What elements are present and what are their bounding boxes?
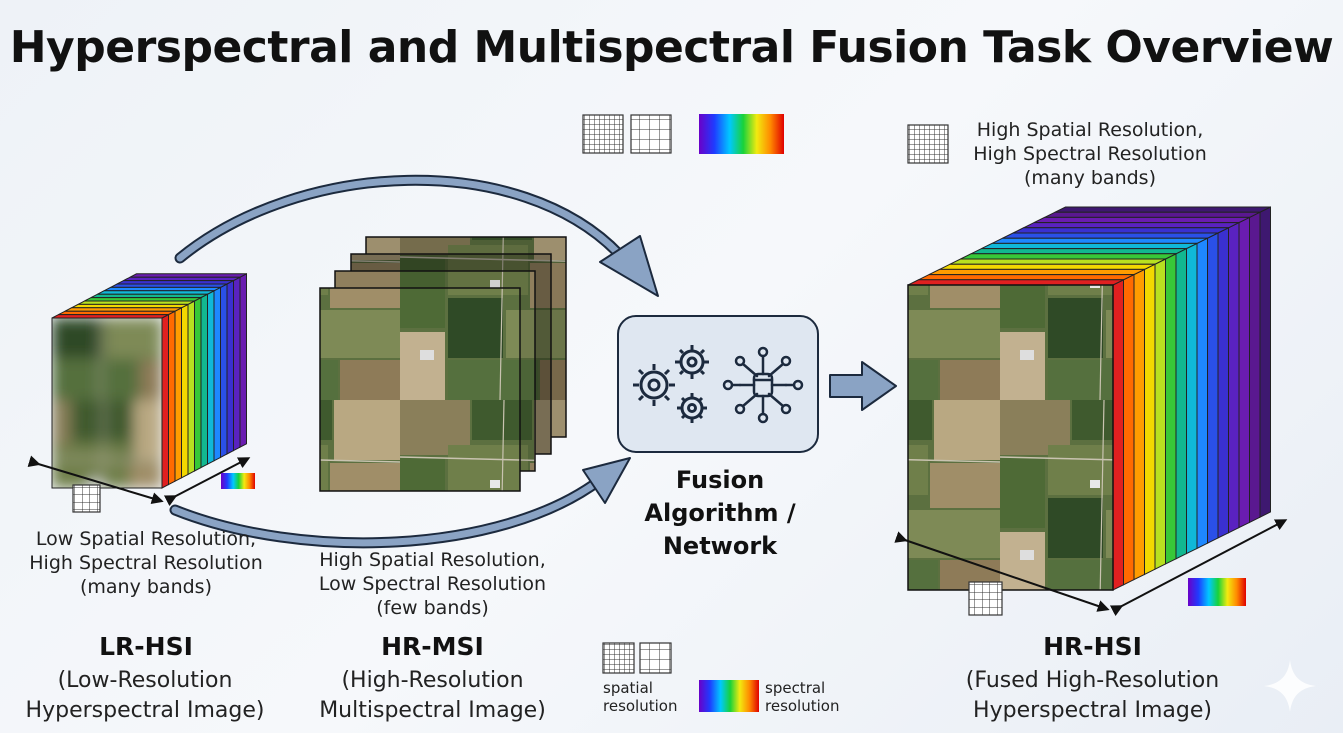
hr-hsi-fine-grid-icon — [907, 124, 949, 164]
spectral-band-top — [1044, 211, 1261, 218]
spectral-band-top — [110, 283, 228, 288]
spectral-band-top — [960, 253, 1177, 260]
spectral-band-top — [981, 242, 1198, 250]
hr-msi-description: High Spatial Resolution,Low Spectral Res… — [318, 549, 547, 619]
spectral-band-side — [1112, 278, 1124, 591]
hr-hsi-spectrum-icon — [1188, 578, 1246, 606]
spectral-band-side — [161, 313, 169, 489]
spectral-band-side — [213, 286, 221, 462]
legend-spectrum-icon — [699, 680, 759, 712]
spectral-band-top — [1054, 206, 1271, 213]
spectral-band-side — [187, 300, 195, 476]
lr-hsi-spectral-bands — [51, 272, 247, 489]
spectral-band-top — [103, 286, 221, 292]
spectral-band-side — [1165, 252, 1177, 565]
spectral-band-side — [168, 310, 176, 486]
spectral-band-top — [1023, 222, 1240, 229]
hr-hsi-description: High Spatial Resolution,High Spectral Re… — [973, 119, 1207, 189]
spectral-band-top — [949, 258, 1166, 265]
lr-hsi-spectrum-icon — [221, 473, 255, 489]
hr-msi-stack — [319, 236, 567, 492]
hr-hsi-front-face — [907, 284, 1114, 591]
fusion-box — [617, 315, 819, 453]
spectral-band-side — [1123, 273, 1135, 586]
hr-msi-band-1 — [319, 287, 521, 492]
spectral-band-side — [174, 306, 182, 483]
spectral-band-top — [939, 263, 1156, 270]
spectral-band-side — [1186, 242, 1198, 555]
spectral-band-side — [1154, 258, 1166, 571]
fusion-to-hr-hsi-arrow — [829, 361, 897, 411]
spectral-band-top — [129, 273, 247, 278]
hr-hsi-cube — [894, 124, 1288, 617]
spectral-band-top — [1033, 216, 1250, 224]
spectral-band-top — [1002, 232, 1219, 239]
sparkle-icon — [1264, 660, 1316, 712]
lr-hsi-cube — [27, 272, 255, 513]
page-title: Hyperspectral and Multispectral Fusion T… — [9, 22, 1334, 73]
hr-hsi-depth-arrow — [1109, 519, 1288, 617]
spectral-band-side — [1196, 237, 1208, 550]
spectral-band-side — [207, 289, 215, 466]
lr-hsi-description: Low Spatial Resolution,High Spectral Res… — [29, 528, 263, 598]
spectral-band-side — [1175, 247, 1187, 560]
spectral-band-side — [194, 296, 202, 472]
hr-hsi-spatial-grid-icon — [968, 581, 1003, 616]
spectral-band-side — [1144, 263, 1156, 576]
spectral-band-side — [239, 272, 247, 449]
spectral-band-side — [226, 279, 234, 455]
spectral-band-top — [116, 280, 234, 285]
spectral-band-top — [77, 300, 195, 305]
spectral-band-top — [64, 307, 182, 312]
spectral-band-top — [970, 248, 1187, 255]
spectral-band-top — [928, 268, 1145, 276]
spectral-band-side — [1228, 221, 1240, 534]
hr-msi-to-fusion-arrow — [169, 457, 631, 549]
spectral-band-side — [1259, 206, 1271, 519]
spectral-band-top — [90, 293, 208, 299]
legend-coarse-grid-icon — [639, 642, 672, 674]
spectral-band-side — [1217, 226, 1229, 539]
spectral-band-top — [97, 290, 215, 295]
spectrum-bar-icon — [699, 114, 784, 154]
spectral-band-top — [991, 237, 1208, 244]
hr-msi-name: HR-MSI — [381, 632, 484, 661]
spectral-band-top — [1012, 227, 1229, 234]
gears-icon — [633, 345, 709, 423]
spectral-band-side — [1133, 268, 1145, 581]
spectral-band-side — [181, 303, 189, 479]
lr-hsi-depth-arrow — [163, 457, 251, 507]
coarse-spatial-grid-icon — [630, 114, 672, 154]
hr-hsi-name: HR-HSI — [1043, 632, 1142, 661]
neural-network-icon — [722, 346, 804, 424]
spectral-band-top — [71, 303, 189, 309]
lr-hsi-spatial-grid-icon — [72, 484, 101, 513]
spectral-band-top — [51, 314, 169, 319]
spectral-band-side — [1207, 232, 1219, 545]
legend-fine-grid-icon — [602, 642, 635, 674]
spectral-band-side — [1238, 216, 1250, 529]
hr-hsi-width-arrow — [894, 531, 1110, 612]
spectral-band-side — [220, 283, 228, 459]
spectral-band-top — [84, 297, 202, 302]
fine-spatial-grid-icon — [582, 114, 624, 154]
spectral-band-top — [123, 276, 241, 282]
spectral-band-top — [918, 274, 1135, 281]
spectral-band-top — [58, 310, 176, 316]
spectral-band-top — [907, 279, 1124, 286]
spectral-band-side — [200, 293, 208, 469]
spectral-band-side — [1249, 211, 1261, 524]
lr-hsi-to-fusion-arrow — [174, 174, 659, 297]
lr-hsi-width-arrow — [27, 455, 164, 505]
spectral-band-side — [233, 276, 241, 452]
lr-hsi-front-face — [51, 317, 163, 489]
lr-hsi-name: LR-HSI — [99, 632, 193, 661]
